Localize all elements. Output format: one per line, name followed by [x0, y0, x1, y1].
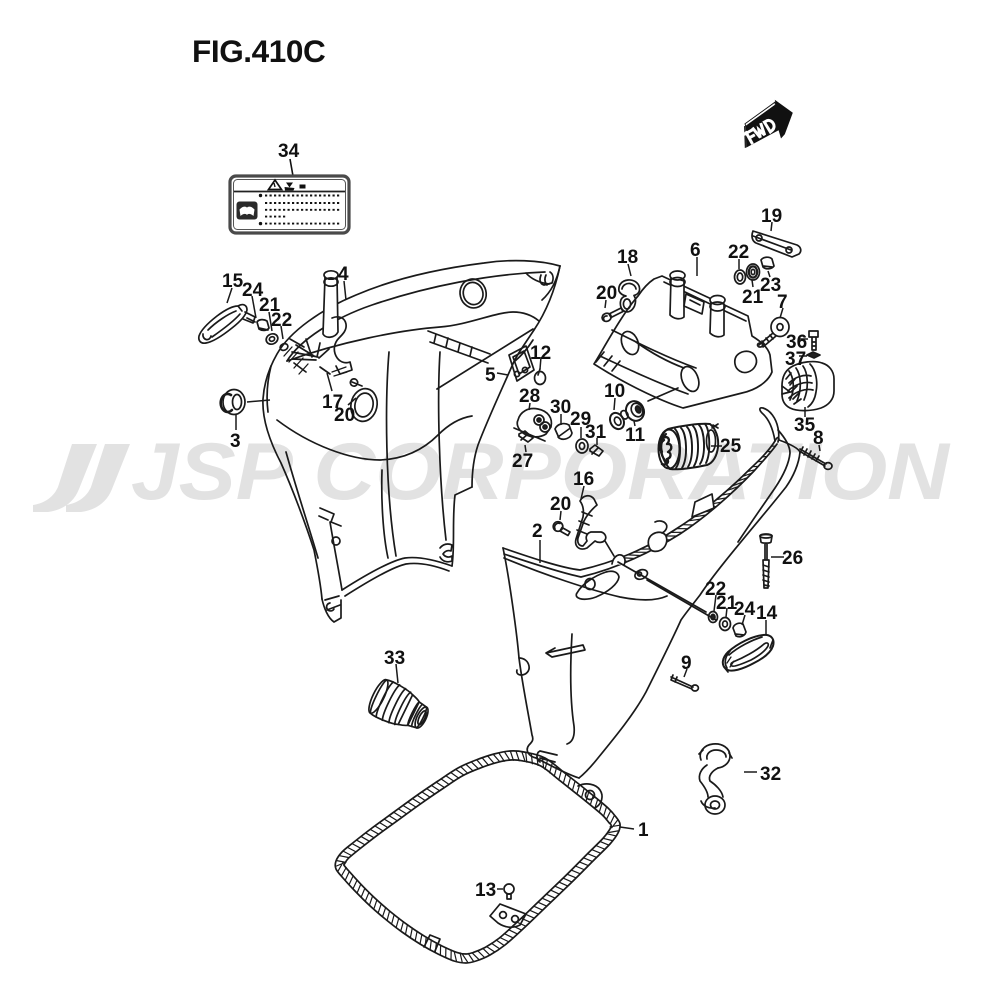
svg-text:21: 21 — [716, 593, 738, 614]
svg-text:28: 28 — [519, 386, 540, 407]
svg-text:26: 26 — [782, 548, 803, 569]
svg-text:7: 7 — [777, 292, 788, 313]
svg-text:13: 13 — [475, 880, 496, 901]
svg-text:27: 27 — [512, 451, 533, 472]
svg-text:15: 15 — [222, 271, 244, 292]
svg-text:32: 32 — [760, 764, 781, 785]
svg-text:11: 11 — [625, 425, 646, 446]
svg-text:6: 6 — [690, 240, 701, 261]
svg-text:10: 10 — [604, 381, 625, 402]
svg-text:37: 37 — [785, 349, 806, 370]
svg-text:29: 29 — [570, 409, 591, 430]
svg-text:2: 2 — [532, 521, 543, 542]
svg-text:18: 18 — [617, 247, 638, 268]
svg-text:17: 17 — [322, 392, 343, 413]
svg-text:1: 1 — [638, 820, 649, 841]
svg-text:FIG.410C: FIG.410C — [192, 33, 325, 69]
svg-text:20: 20 — [550, 494, 571, 515]
svg-text:21: 21 — [259, 295, 281, 316]
svg-text:21: 21 — [742, 287, 764, 308]
svg-text:3: 3 — [230, 431, 241, 452]
svg-text:20: 20 — [596, 283, 617, 304]
svg-text:31: 31 — [585, 422, 607, 443]
svg-text:14: 14 — [756, 603, 778, 624]
svg-text:25: 25 — [720, 436, 742, 457]
svg-text:22: 22 — [728, 242, 749, 263]
svg-text:19: 19 — [761, 206, 782, 227]
svg-text:20: 20 — [334, 405, 355, 426]
svg-text:16: 16 — [573, 469, 594, 490]
svg-text:12: 12 — [530, 343, 551, 364]
svg-text:30: 30 — [550, 397, 571, 418]
svg-text:9: 9 — [681, 653, 692, 674]
svg-text:8: 8 — [813, 428, 824, 449]
svg-text:34: 34 — [278, 141, 300, 162]
svg-text:24: 24 — [734, 599, 756, 620]
svg-text:33: 33 — [384, 648, 405, 669]
svg-text:24: 24 — [242, 280, 264, 301]
svg-text:22: 22 — [705, 579, 726, 600]
svg-text:36: 36 — [786, 332, 807, 353]
svg-text:22: 22 — [271, 310, 292, 331]
svg-text:35: 35 — [794, 415, 816, 436]
svg-text:5: 5 — [485, 365, 496, 386]
svg-text:23: 23 — [760, 275, 781, 296]
svg-text:4: 4 — [338, 264, 349, 285]
svg-text:JSP CORPORATION: JSP CORPORATION — [131, 427, 951, 517]
